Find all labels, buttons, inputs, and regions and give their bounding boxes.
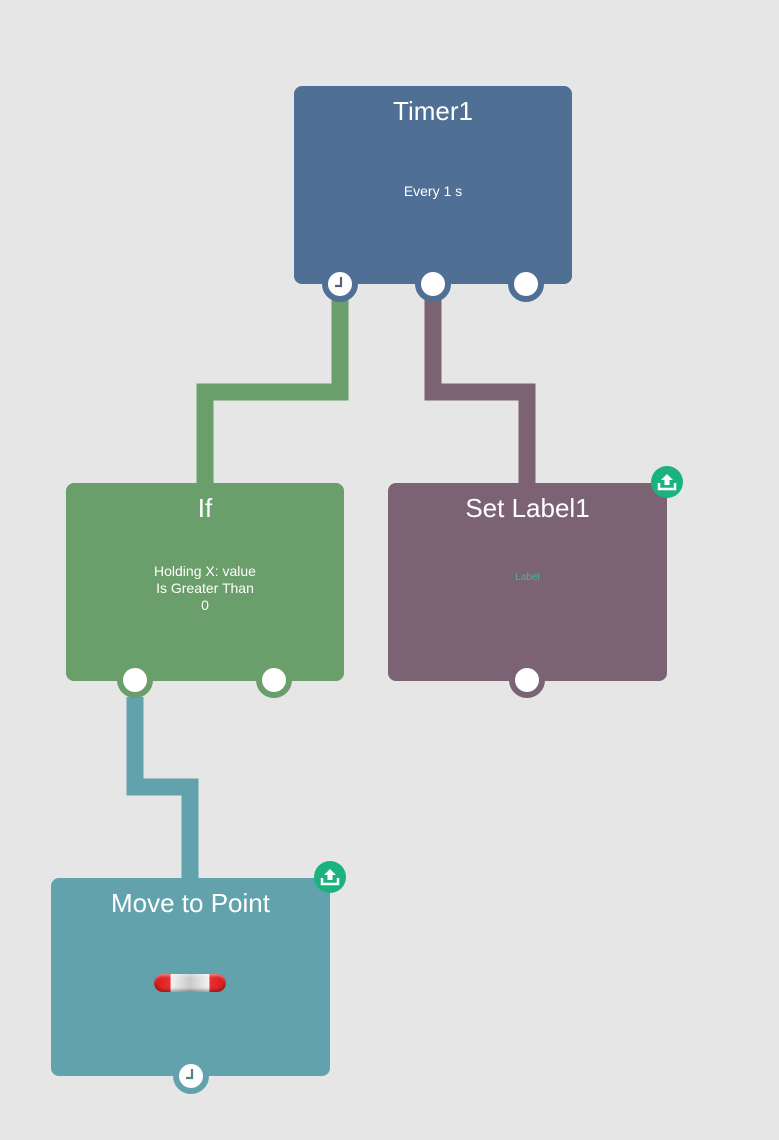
node-title: Move to Point	[111, 888, 270, 918]
node-title: Set Label1	[465, 493, 590, 523]
clock-icon	[182, 1067, 200, 1085]
wire-timer-to-if	[196, 300, 349, 485]
if-node[interactable]: If Holding X: value Is Greater Than 0	[66, 483, 344, 681]
timer-interval-text: Every 1 s	[403, 183, 463, 199]
node-title: If	[197, 493, 213, 523]
node-title: Timer1	[393, 96, 473, 126]
condition-line: Is Greater Than	[156, 580, 254, 596]
wire-timer-to-set-label	[424, 300, 536, 485]
set-label-node[interactable]: Set Label1 Label	[388, 483, 667, 681]
timer-output-port-clock[interactable]	[322, 266, 358, 302]
toggle-slider[interactable]	[154, 974, 226, 992]
condition-line: Holding X: value	[154, 563, 256, 579]
clock-icon	[331, 275, 349, 293]
move-to-point-node[interactable]: Move to Point	[51, 878, 330, 1076]
condition-line: 0	[201, 597, 209, 613]
if-true-port[interactable]	[117, 662, 153, 698]
timer-output-port-3[interactable]	[508, 266, 544, 302]
timer-node[interactable]: Timer1 Every 1 s	[294, 86, 572, 284]
if-false-port[interactable]	[256, 662, 292, 698]
node-description: Every 1 s	[294, 183, 572, 200]
wire-if-to-move	[126, 697, 199, 880]
label-preview-text: Label	[515, 572, 540, 583]
timer-output-port-2[interactable]	[415, 266, 451, 302]
move-output-port-clock[interactable]	[173, 1058, 209, 1094]
node-description: Holding X: value Is Greater Than 0	[66, 563, 344, 614]
upload-icon[interactable]	[651, 466, 683, 498]
set-label-output-port[interactable]	[509, 662, 545, 698]
upload-icon[interactable]	[314, 861, 346, 893]
